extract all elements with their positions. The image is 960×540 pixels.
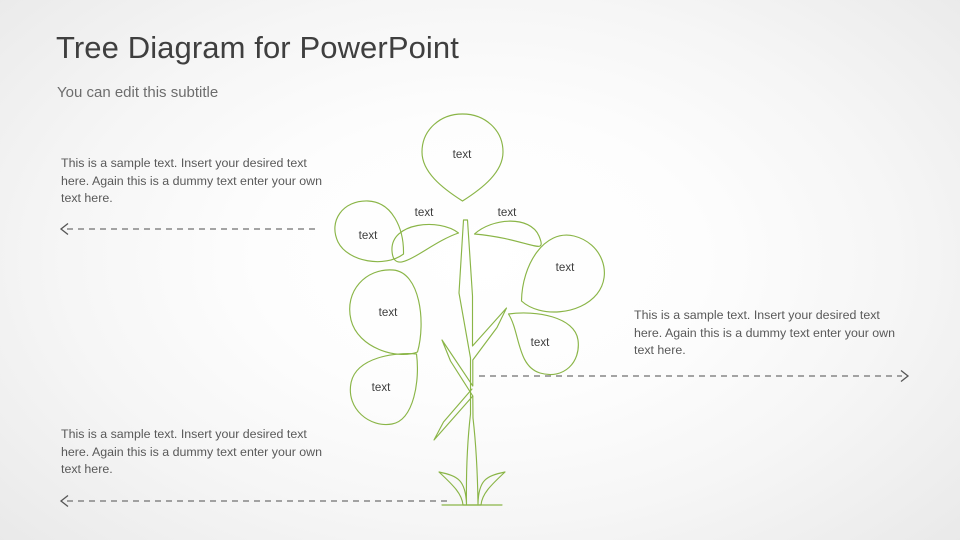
tree-graphic: text text text text text text text text: [334, 113, 605, 506]
leaf-lower-right-shape: [507, 312, 579, 376]
connector-arrow-left-top: [58, 222, 320, 241]
leaf-mid-right-shape: [520, 234, 605, 313]
tree-branch-lower-left: [433, 388, 474, 441]
leaf-outer-left-label: text: [359, 229, 378, 242]
connector-arrow-left-bottom: [58, 494, 448, 513]
page-subtitle: You can edit this subtitle: [57, 84, 219, 101]
leaf-mid-left-shape: [349, 269, 422, 356]
leaf-outer-left-shape: [334, 200, 405, 263]
tree-trunk: [438, 219, 508, 506]
leaf-upper-left-label: text: [415, 206, 434, 219]
leaf-lower-right-label: text: [531, 336, 550, 349]
page-title: Tree Diagram for PowerPoint: [56, 30, 459, 65]
leaf-top-label: text: [453, 148, 472, 161]
arrow-right-icon: [479, 369, 910, 383]
arrow-left-icon: [59, 222, 319, 236]
connector-arrow-right: [478, 369, 912, 388]
tree-diagram: text text text text text text text text: [330, 108, 630, 513]
leaf-upper-right-shape: [473, 220, 542, 247]
leaf-mid-right-label: text: [556, 261, 575, 274]
caption-right: This is a sample text. Insert your desir…: [634, 308, 896, 357]
leaf-mid-left-label: text: [379, 306, 398, 319]
leaf-upper-left-shape: [391, 223, 460, 263]
leaf-lower-left-label: text: [372, 381, 391, 394]
caption-bottom-left: This is a sample text. Insert your desir…: [61, 427, 323, 476]
leaf-top-shape: [421, 113, 504, 202]
leaf-lower-left-shape: [349, 353, 418, 426]
caption-top-left: This is a sample text. Insert your desir…: [61, 156, 323, 205]
arrow-left-icon: [59, 494, 447, 508]
leaf-upper-right-label: text: [498, 206, 517, 219]
